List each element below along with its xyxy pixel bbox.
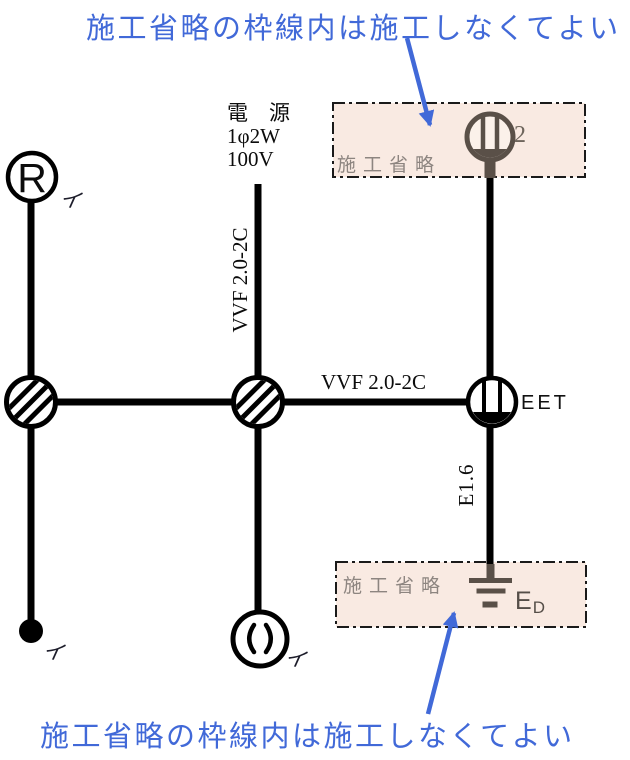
lamp-receptacle-letter: R: [17, 155, 47, 201]
ceiling-rosette-icon: [230, 609, 290, 669]
outlet-stem: [484, 156, 496, 178]
junction-box-icon: [4, 375, 58, 429]
eet-fill-segment: [470, 412, 514, 424]
power-source-voltage: 100V: [227, 147, 274, 171]
eet-outlet-icon: [465, 375, 519, 429]
power-source-label: 電 源 1φ2W 100V: [227, 102, 290, 171]
rosette-left-arc: [247, 622, 257, 655]
ground-bar-top: [469, 578, 512, 583]
hatch-line: [9, 380, 50, 421]
bottom-note-text: 施工省略の枠線内は施工しなくてよい: [40, 721, 575, 753]
eet-lower-fill: [470, 412, 514, 424]
lamp-receptacle-icon: R: [5, 150, 59, 204]
power-source-phase: 1φ2W: [227, 124, 280, 148]
omission-label-top: 施工省略: [337, 155, 442, 176]
cable-label-feeder: VVF 2.0-2C: [227, 227, 252, 333]
outlet-lower-fill: [469, 149, 511, 158]
omission-box-bottom: [335, 561, 587, 628]
hatch-line: [239, 383, 280, 424]
ceiling-rosette-circle: [230, 609, 290, 669]
cable-label-branch: VVF 2.0-2C: [321, 370, 427, 394]
ground-bar-middle: [476, 588, 506, 594]
hatch-line: [12, 383, 53, 424]
switch-icon: [19, 619, 43, 643]
rosette-right-arc: [263, 622, 273, 655]
omission-label-bottom: 施工省略: [343, 576, 448, 597]
outlet-count-label: 2: [514, 122, 526, 148]
eet-outlet-label: EET: [521, 392, 569, 414]
cable-label-ground-wire: E1.6: [453, 463, 478, 507]
outlet-circle: [464, 111, 516, 163]
ground-label-main: E: [515, 587, 532, 615]
top-note-text: 施工省略の枠線内は施工しなくてよい: [86, 13, 621, 45]
double-outlet-icon: [464, 111, 516, 178]
top-note-arrow: [404, 37, 435, 127]
lamp-receptacle-circle: [5, 150, 59, 204]
ground-stub: [486, 564, 495, 579]
bottom-note-arrow: [425, 611, 459, 715]
ground-label-sub: D: [532, 598, 545, 617]
ground-electrode-icon: [469, 564, 512, 608]
hatch-line: [236, 380, 277, 421]
junction-box-icon: [231, 375, 285, 429]
ground-bar-bottom: [482, 601, 498, 608]
omission-box-top: [332, 102, 586, 178]
power-source-name: 電 源: [227, 101, 290, 125]
ground-electrode-label: ED: [515, 587, 545, 617]
outlet-fill-segment: [469, 149, 511, 158]
